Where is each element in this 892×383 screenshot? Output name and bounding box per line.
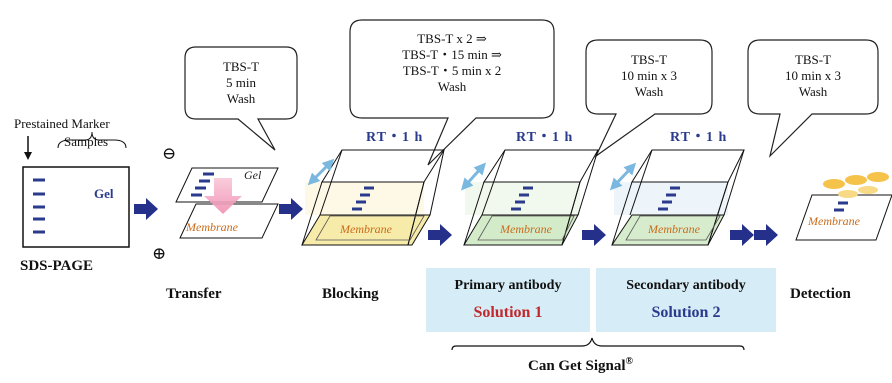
primary-membrane-label: Membrane <box>500 222 552 236</box>
primary-solution-name: Solution 1 <box>473 304 543 321</box>
arrow-sds-to-transfer <box>134 198 158 220</box>
bubble-blocking-line-3: TBS-T・5 min x 2 <box>402 63 502 78</box>
bubble-transfer-line-2: 5 min <box>226 75 256 90</box>
secondary-rt-label: RT・1 h <box>670 130 728 145</box>
transfer-label: Transfer <box>166 286 222 302</box>
prestained-marker-label: Prestained Marker <box>14 116 110 131</box>
blocking-membrane-label: Membrane <box>340 222 392 236</box>
detection-membrane <box>795 172 892 241</box>
bubble-secondary-line-2: 10 min x 3 <box>785 68 841 83</box>
bubble-primary-line-1: TBS-T <box>630 52 668 67</box>
samples-label: Samples <box>64 134 109 149</box>
blocking-rt-label: RT・1 h <box>366 130 424 145</box>
primary-rt-label: RT・1 h <box>516 130 574 145</box>
arrow-secondary-to-detection-1 <box>730 224 754 246</box>
bubble-blocking-line-2: TBS-T・15 min ⇒ <box>402 47 502 62</box>
bubble-secondary-wash <box>747 39 879 158</box>
can-get-signal-label: Can Get Signal® <box>528 356 633 375</box>
registered-mark: ® <box>625 356 633 367</box>
primary-tray <box>463 149 599 246</box>
can-get-signal-text: Can Get Signal <box>528 358 626 374</box>
minus-electrode: ⊖ <box>162 144 177 163</box>
transfer-gel-label: Gel <box>244 168 262 182</box>
bubble-primary-line-3: Wash <box>634 84 664 99</box>
bubble-transfer-text: TBS-T 5 min Wash <box>185 59 297 107</box>
bubble-transfer <box>184 46 298 151</box>
arrow-secondary-to-detection-2 <box>754 224 778 246</box>
detection-membrane-label: Membrane <box>808 214 860 228</box>
bubble-primary-text: TBS-T 10 min x 3 Wash <box>586 52 712 100</box>
flow-arrows <box>134 198 778 246</box>
can-get-signal-brace <box>451 337 745 351</box>
blocking-label: Blocking <box>322 286 379 302</box>
blocking-tray <box>301 149 445 246</box>
secondary-tray <box>611 149 745 246</box>
bubble-transfer-line-3: Wash <box>226 91 256 106</box>
bubble-transfer-line-1: TBS-T <box>222 59 260 74</box>
bubble-blocking <box>349 19 555 166</box>
secondary-membrane-label: Membrane <box>648 222 700 236</box>
transfer-membrane-label: Membrane <box>186 220 238 234</box>
sds-page-label: SDS-PAGE <box>20 258 94 274</box>
bubble-blocking-text: TBS-T x 2 ⇒ TBS-T・15 min ⇒ TBS-T・5 min x… <box>350 31 554 95</box>
secondary-solution-panel: Secondary antibody Solution 2 <box>596 268 776 332</box>
bubble-primary-wash <box>585 39 713 158</box>
bubble-blocking-line-4: Wash <box>437 79 467 94</box>
arrow-blocking-to-primary <box>428 224 452 246</box>
transfer-stack <box>175 167 279 239</box>
bubble-primary-line-2: 10 min x 3 <box>621 68 677 83</box>
plus-electrode: ⊕ <box>152 244 167 263</box>
sds-gel <box>22 131 130 248</box>
arrow-transfer-to-blocking <box>279 198 303 220</box>
bubble-secondary-line-3: Wash <box>798 84 828 99</box>
primary-solution-panel: Primary antibody Solution 1 <box>426 268 590 332</box>
secondary-solution-name: Solution 2 <box>651 304 721 321</box>
primary-antibody-title: Primary antibody <box>454 278 562 293</box>
bubble-secondary-line-1: TBS-T <box>794 52 832 67</box>
secondary-antibody-title: Secondary antibody <box>626 278 746 293</box>
bubble-blocking-line-1: TBS-T x 2 ⇒ <box>417 31 487 46</box>
detection-label: Detection <box>790 286 851 302</box>
arrow-primary-to-secondary <box>582 224 606 246</box>
sds-gel-label: Gel <box>94 186 114 201</box>
wash-swap-arrows <box>307 158 637 191</box>
bubble-secondary-text: TBS-T 10 min x 3 Wash <box>748 52 878 100</box>
